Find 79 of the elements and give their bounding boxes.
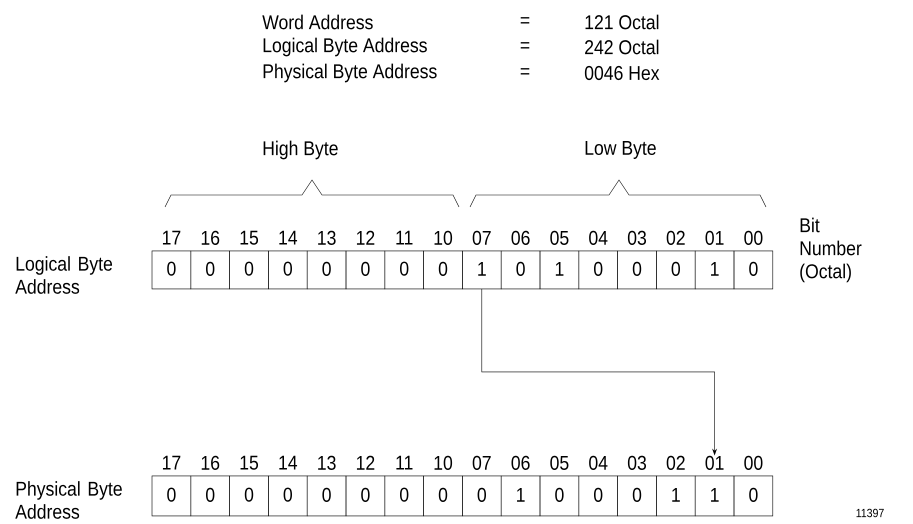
value-text: 242 Octal <box>585 40 658 54</box>
value-text: 0046 Hex <box>584 66 660 80</box>
bit-number-label: Bit Number (Octal) <box>800 218 862 282</box>
node-label: 03 <box>628 230 646 245</box>
bit-cell: 07 1 <box>462 230 502 290</box>
node-label: 02 <box>666 456 685 470</box>
bit-cell: 00 0 <box>734 230 774 290</box>
row-label: Physical Byte Address <box>15 481 122 519</box>
node-label: 14 <box>279 230 298 245</box>
node-label: 00 <box>744 230 762 245</box>
node-label: 03 <box>628 456 646 470</box>
node-label: 10 <box>434 456 452 470</box>
bit-cell: 16 0 <box>190 456 230 516</box>
bit-cell: 10 0 <box>423 456 463 516</box>
bit-cell: 17 0 <box>152 230 192 290</box>
node-label: 02 <box>666 230 685 245</box>
value-text: 121 Octal <box>586 14 658 30</box>
bit-cell: 13 0 <box>306 456 346 516</box>
header-text: Word Address <box>262 14 373 30</box>
node-label: 05 <box>550 456 568 470</box>
node-label: 06 <box>512 230 530 245</box>
node-label: 11 <box>396 456 412 470</box>
node-label: 16 <box>202 456 220 470</box>
node-label: 15 <box>240 456 258 470</box>
bit-cell: 14 0 <box>268 456 308 516</box>
equals-sign: = <box>520 68 530 75</box>
bit-cell: 05 1 <box>540 230 580 290</box>
node-label: 17 <box>162 230 180 245</box>
node-label: 07 <box>472 230 491 245</box>
byte-label: Low Byte <box>586 141 656 159</box>
bit-cell: 04 0 <box>578 230 618 290</box>
bit-cell: 00 0 <box>734 456 774 516</box>
bit-cell: 11 0 <box>384 230 424 290</box>
bit-cell: 03 0 <box>617 230 657 290</box>
node-label: 10 <box>434 230 452 245</box>
node-label: 16 <box>202 230 220 245</box>
bit-cell: 06 1 <box>500 456 540 516</box>
figure-number: 11397 <box>856 508 884 518</box>
bit-cell: 07 0 <box>462 456 502 516</box>
bit-cell: 01 1 <box>694 456 734 516</box>
bit-cell: 15 0 <box>229 230 269 290</box>
byte-label: High Byte <box>264 140 338 160</box>
bit-cell: 14 0 <box>268 230 308 290</box>
bit-cell: 05 0 <box>540 456 580 516</box>
bit-cell: 13 0 <box>306 230 346 290</box>
node-label: 05 <box>550 230 568 245</box>
node-label: 04 <box>589 230 608 245</box>
bit-cell: 15 0 <box>229 456 269 516</box>
node-label: 06 <box>512 456 530 470</box>
bit-cell: 04 0 <box>578 456 618 516</box>
node-label: 04 <box>589 456 608 470</box>
bit-cell: 17 0 <box>152 456 192 516</box>
bit-cell: 12 0 <box>346 230 386 290</box>
node-label: 11 <box>396 230 412 245</box>
bit-cell: 03 0 <box>617 456 657 516</box>
bit-cell: 02 0 <box>656 230 696 290</box>
header-text: Logical Byte Address <box>264 38 427 56</box>
equals-sign: = <box>520 42 530 49</box>
node-label: 13 <box>318 456 336 470</box>
node-label: 15 <box>240 230 258 245</box>
node-label: 01 <box>706 456 724 470</box>
node-label: 12 <box>356 456 374 470</box>
equals-sign: = <box>520 17 530 24</box>
node-label: 00 <box>744 456 762 470</box>
header-text: Physical Byte Address <box>264 64 437 82</box>
bit-cell: 11 0 <box>384 456 424 516</box>
node-label: 01 <box>706 230 724 245</box>
bit-cell: 06 0 <box>500 230 540 290</box>
node-label: 17 <box>162 456 180 470</box>
row-label: Logical Byte Address <box>15 256 112 294</box>
node-label: 07 <box>472 456 491 470</box>
bit-cell: 12 0 <box>346 456 386 516</box>
bit-cell: 10 0 <box>423 230 463 290</box>
node-label: 14 <box>279 456 298 470</box>
bit-cell: 01 1 <box>694 230 734 290</box>
node-label: 13 <box>318 230 336 245</box>
bit-cell: 02 1 <box>656 456 696 516</box>
bit-cell: 16 0 <box>190 230 230 290</box>
node-label: 12 <box>356 230 374 245</box>
